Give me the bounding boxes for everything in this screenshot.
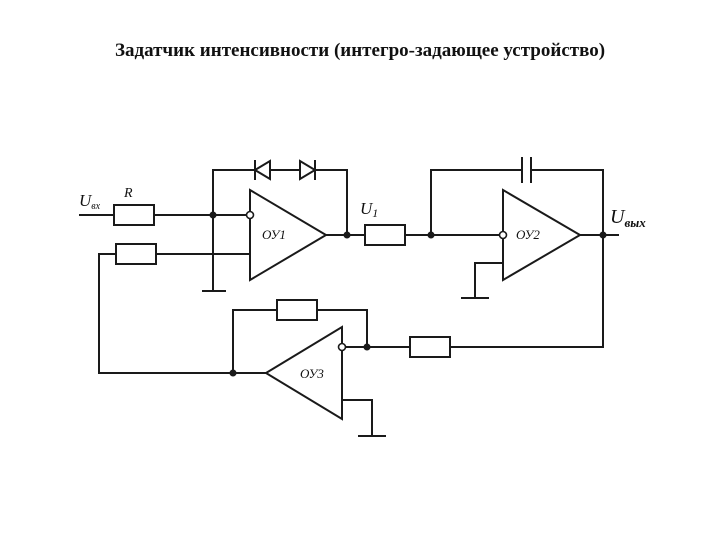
label-ou1: ОУ1 — [262, 227, 286, 242]
opamp-ou1 — [249, 188, 328, 282]
label-ou3: ОУ3 — [300, 366, 324, 381]
resistor-r-input — [113, 204, 155, 226]
resistor-ou3-feedback — [276, 299, 318, 321]
opamp-ou3 — [264, 325, 343, 421]
page-title: Задатчик интенсивности (интегро-задающее… — [114, 40, 606, 61]
junction-dot — [427, 231, 435, 239]
junction-dot — [599, 231, 607, 239]
ou1-inverting-input — [245, 210, 255, 220]
junction-dot — [209, 211, 217, 219]
label-u-out: Uвых — [610, 206, 646, 230]
label-ou2: ОУ2 — [516, 227, 540, 242]
ou2-inverting-input — [498, 230, 508, 240]
junction-dot — [229, 369, 237, 377]
resistor-u1 — [364, 224, 406, 246]
junction-dot — [343, 231, 351, 239]
label-u-in: Uвх — [79, 191, 101, 212]
diode-right — [299, 159, 317, 181]
junction-dot — [363, 343, 371, 351]
resistor-ou3-input — [409, 336, 451, 358]
diode-left — [253, 159, 271, 181]
label-u1: U1 — [360, 199, 378, 220]
resistor-feedback-ou3 — [115, 243, 157, 265]
label-r: R — [123, 186, 133, 201]
opamp-ou2 — [502, 188, 582, 282]
ou3-inverting-input — [337, 342, 347, 352]
